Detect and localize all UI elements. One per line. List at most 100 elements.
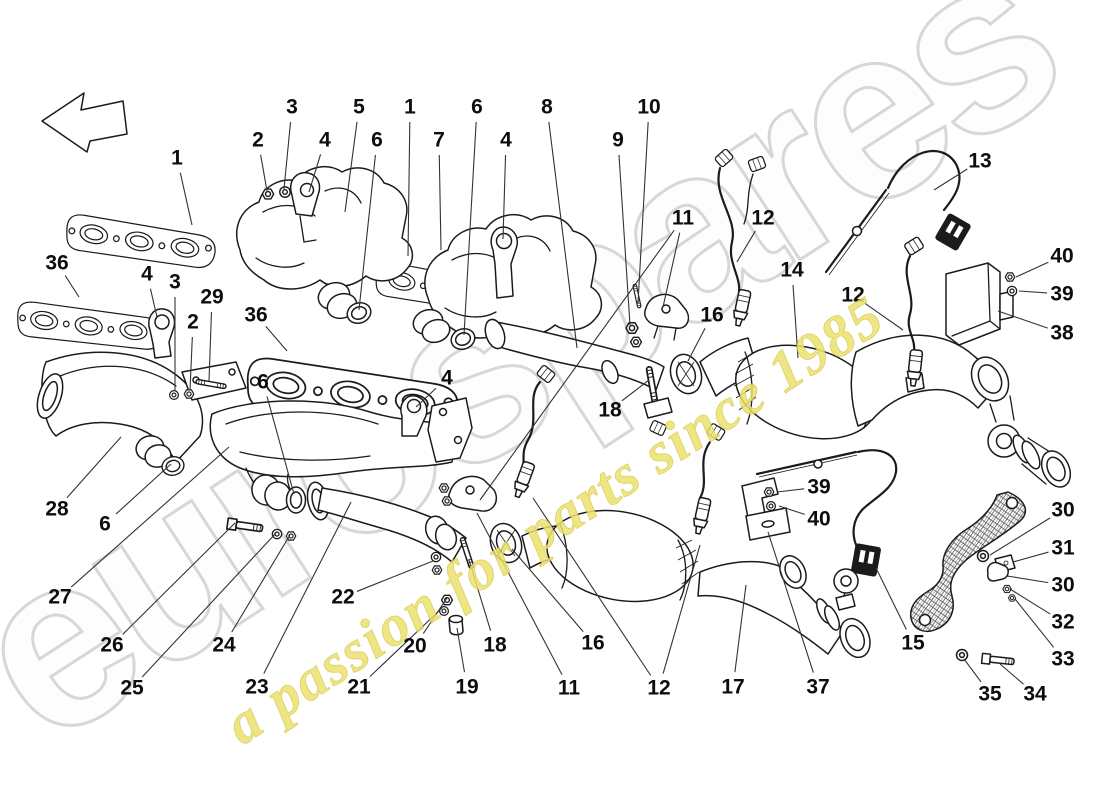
callout-18[interactable]: 18 — [483, 634, 507, 657]
leader-line-35 — [963, 658, 982, 683]
exhaust-manifold-upper-left — [236, 166, 414, 320]
callout-19[interactable]: 19 — [455, 676, 478, 699]
callout-1[interactable]: 1 — [404, 96, 416, 119]
leader-line-11 — [479, 229, 675, 501]
callout-3[interactable]: 3 — [286, 96, 298, 119]
callout-4[interactable]: 4 — [141, 263, 153, 286]
leader-line-14 — [792, 284, 799, 359]
hex-nut — [1004, 272, 1016, 282]
callout-39[interactable]: 39 — [1050, 283, 1073, 306]
callout-40[interactable]: 40 — [807, 508, 830, 531]
oxygen-sensor-right — [903, 235, 925, 388]
callout-40[interactable]: 40 — [1050, 245, 1073, 268]
callout-23[interactable]: 23 — [245, 676, 268, 699]
callout-7[interactable]: 7 — [433, 129, 445, 152]
leader-line-7 — [438, 154, 442, 251]
callout-33[interactable]: 33 — [1051, 648, 1074, 671]
callout-37[interactable]: 37 — [806, 676, 829, 699]
callout-28[interactable]: 28 — [45, 498, 69, 521]
callout-12[interactable]: 12 — [751, 207, 774, 230]
callout-21[interactable]: 21 — [347, 676, 371, 699]
callout-9[interactable]: 9 — [612, 129, 624, 152]
callout-38[interactable]: 38 — [1050, 322, 1074, 345]
callout-13[interactable]: 13 — [968, 150, 991, 173]
catalytic-converter-lower — [521, 509, 871, 659]
callout-14[interactable]: 14 — [780, 259, 804, 282]
flange-gasket-upper — [664, 349, 708, 399]
exhaust-clamp-lower — [438, 475, 498, 512]
callout-16[interactable]: 16 — [581, 632, 604, 655]
callout-34[interactable]: 34 — [1023, 683, 1047, 706]
callout-12[interactable]: 12 — [841, 284, 864, 307]
leader-line-40 — [1015, 261, 1049, 278]
callout-4[interactable]: 4 — [319, 129, 331, 152]
leader-line-6 — [463, 121, 477, 336]
hex-nut — [261, 188, 275, 200]
callout-2[interactable]: 2 — [252, 129, 264, 152]
callout-8[interactable]: 8 — [541, 96, 553, 119]
callout-12[interactable]: 12 — [647, 677, 670, 700]
leader-line-12 — [736, 230, 756, 263]
callout-6[interactable]: 6 — [99, 513, 111, 536]
bracket-37 — [741, 477, 791, 541]
callout-26[interactable]: 26 — [100, 634, 123, 657]
callout-32[interactable]: 32 — [1051, 611, 1074, 634]
washer — [1006, 285, 1018, 297]
callout-36[interactable]: 36 — [45, 252, 68, 275]
callout-30[interactable]: 30 — [1051, 574, 1074, 597]
callout-27[interactable]: 27 — [48, 586, 71, 609]
callout-2[interactable]: 2 — [187, 311, 199, 334]
callout-39[interactable]: 39 — [807, 476, 830, 499]
control-unit-38 — [945, 262, 1014, 346]
callout-1[interactable]: 1 — [171, 147, 183, 170]
hex-nut — [763, 487, 775, 497]
callout-30[interactable]: 30 — [1051, 499, 1074, 522]
leader-line-12 — [864, 303, 904, 331]
washer — [271, 528, 283, 540]
callout-24[interactable]: 24 — [212, 634, 236, 657]
callout-15[interactable]: 15 — [901, 632, 925, 655]
leader-line-24 — [231, 534, 291, 633]
leader-line-31 — [1012, 551, 1049, 563]
callout-11[interactable]: 11 — [558, 677, 581, 700]
callout-16[interactable]: 16 — [700, 304, 723, 327]
leader-line-30 — [1006, 575, 1049, 584]
callout-4[interactable]: 4 — [441, 367, 453, 390]
hex-nut — [625, 322, 639, 334]
callout-10[interactable]: 10 — [637, 96, 660, 119]
leader-line-15 — [875, 567, 907, 630]
callout-35[interactable]: 35 — [978, 683, 1002, 706]
sensor-connector-black — [850, 542, 882, 578]
leader-line-13 — [933, 168, 968, 191]
down-pipe-lower — [306, 481, 467, 563]
callout-29[interactable]: 29 — [200, 286, 223, 309]
oxygen-sensor-middle — [509, 363, 557, 500]
washer — [169, 390, 179, 400]
callout-20[interactable]: 20 — [403, 635, 426, 658]
callout-5[interactable]: 5 — [353, 96, 365, 119]
leader-line-1 — [179, 172, 193, 226]
hex-nut — [183, 389, 195, 399]
washer — [279, 186, 291, 198]
callout-22[interactable]: 22 — [331, 586, 354, 609]
strap-bracket — [986, 554, 1016, 582]
callout-6[interactable]: 6 — [371, 129, 383, 152]
leader-line-4 — [415, 387, 437, 408]
callout-36[interactable]: 36 — [244, 304, 267, 327]
leader-line-6 — [115, 463, 172, 515]
callout-17[interactable]: 17 — [721, 676, 744, 699]
leader-line-19 — [456, 627, 466, 673]
hex-bolt — [980, 652, 1016, 668]
leader-line-22 — [356, 560, 434, 592]
mount-bracket-left — [148, 308, 176, 359]
callout-11[interactable]: 11 — [672, 207, 695, 230]
callout-25[interactable]: 25 — [120, 677, 144, 700]
leader-line-39 — [776, 488, 805, 493]
callout-18[interactable]: 18 — [598, 399, 622, 422]
callout-6[interactable]: 6 — [471, 96, 483, 119]
callout-31[interactable]: 31 — [1051, 537, 1075, 560]
leader-line-36 — [64, 275, 80, 298]
callout-6[interactable]: 6 — [257, 371, 269, 394]
callout-4[interactable]: 4 — [500, 129, 512, 152]
callout-3[interactable]: 3 — [169, 271, 181, 294]
